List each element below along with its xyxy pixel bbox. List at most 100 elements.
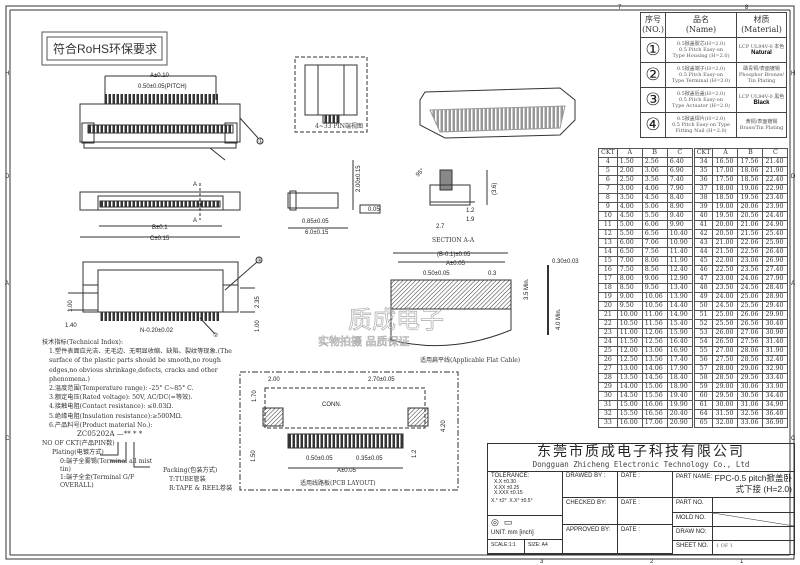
ckt-cell: 36: [693, 175, 714, 185]
a-cell: 32.00: [712, 418, 739, 428]
unit-label: UNIT: mm [inch]: [491, 530, 534, 536]
header-no: 序号(NO.): [640, 12, 666, 38]
b-cell: 29.56: [737, 373, 764, 383]
a-cell: 10.00: [616, 310, 643, 320]
zone-left-a: A: [5, 281, 9, 287]
a-cell: 4.50: [616, 211, 643, 221]
zone-right-h: H: [791, 71, 795, 77]
b-cell: 22.06: [737, 238, 764, 248]
ckt-cell: 25: [598, 346, 618, 356]
c-cell: 30.90: [762, 328, 789, 338]
b-cell: 4.06: [641, 184, 668, 194]
b-cell: 22.56: [737, 247, 764, 257]
checked-by-field: CHECKED BY:: [563, 498, 618, 525]
c-cell: 6.90: [666, 166, 693, 176]
company-header: 东莞市质成电子科技有限公司 Dongguan Zhicheng Electron…: [488, 444, 794, 472]
c-cell: 22.40: [762, 175, 789, 185]
b-cell: 20.56: [737, 211, 764, 221]
dim-n-width: N-0.20±0.02: [140, 328, 174, 334]
a-cell: 25.00: [712, 310, 739, 320]
b-cell: 32.56: [737, 409, 764, 419]
mold-no-value: [713, 513, 794, 527]
note-3: 3.额定电压(Rated voltage): 50V, AC/DC(=等效).: [49, 394, 193, 402]
a-cell: 16.50: [712, 157, 739, 167]
tolerance-x: X.X ±0.30: [494, 479, 516, 485]
c-cell: 27.40: [762, 265, 789, 275]
zone-right-a: A: [791, 281, 795, 287]
part-name-cell: PART NAME: FPC-0.5 pitch掀盖卧式下接 (H=2.0): [673, 471, 794, 498]
packing-reel: R:TAPE & REEL卷装: [169, 485, 233, 493]
b-cell: 11.56: [641, 319, 668, 329]
zone-bottom-3: 3: [540, 559, 544, 565]
notes-title: 技术指标(Technical Index):: [42, 339, 124, 346]
a-cell: 9.00: [616, 292, 643, 302]
section-title: SECTION A-A: [432, 237, 475, 244]
ckt-cell: 14: [598, 247, 618, 257]
a-cell: 21.50: [712, 247, 739, 257]
b-cell: 12.56: [641, 337, 668, 347]
ckt-cell: 55: [693, 346, 714, 356]
c-cell: 31.90: [762, 346, 789, 356]
note-6: 6.产品料号(Product material No.):: [49, 421, 153, 429]
dim-b-tol: B±0.1: [152, 225, 168, 231]
c-cell: 27.90: [762, 274, 789, 284]
b-cell: 26.56: [737, 319, 764, 329]
a-cell: 12.00: [616, 346, 643, 356]
ckt-header: CKT: [598, 148, 618, 158]
draw-no-label: DRAW NO:: [673, 527, 713, 541]
ckt-cell: 33: [598, 418, 618, 428]
c-cell: 8.40: [666, 193, 693, 203]
pcb-dim-1-70: 1.70: [252, 390, 258, 402]
tolerance-label: TOLERANCE:: [491, 473, 530, 479]
a-cell: 4.00: [616, 202, 643, 212]
tolerance-xxx: X.XXX ±0.15: [494, 490, 523, 496]
c-cell: 26.90: [762, 256, 789, 266]
c-cell: 7.90: [666, 184, 693, 194]
a-cell: 8.50: [616, 283, 643, 293]
dim-a-tol: A±0.10: [150, 73, 170, 79]
a-cell: 30.00: [712, 400, 739, 410]
b-cell: 2.56: [641, 157, 668, 167]
ckt-cell: 47: [693, 274, 714, 284]
c-cell: 9.90: [666, 220, 693, 230]
ckt-cell: 6: [598, 175, 618, 185]
pcb-dim-1-50: 1.50: [251, 450, 257, 462]
b-cell: 24.56: [737, 283, 764, 293]
pcb-dim-a: A±0.05: [337, 468, 357, 474]
approved-date-field: DATE :: [618, 525, 673, 554]
ckt-cell: 31: [598, 400, 618, 410]
b-cell: 19.06: [737, 184, 764, 194]
c-cell: 34.40: [762, 391, 789, 401]
c-cell: 34.90: [762, 400, 789, 410]
a-cell: 26.00: [712, 328, 739, 338]
ckt-cell: 12: [598, 229, 618, 239]
ckt-cell: 46: [693, 265, 714, 275]
c-cell: 29.90: [762, 310, 789, 320]
note-1: 1.塑件表面应光洁、无毛边、无明显收缩、缺陷、裂纹等现象.(The surfac…: [49, 348, 232, 383]
a-cell: 20.50: [712, 229, 739, 239]
part-code-leaders: [100, 442, 150, 468]
flat-cable: [390, 252, 549, 347]
b-cell: 30.06: [737, 382, 764, 392]
header-name: 品名(Name): [665, 12, 737, 38]
ckt-cell: 23: [598, 328, 618, 338]
b-cell: 8.56: [641, 265, 668, 275]
ckt-label: NO OF CKT(产品PIN数): [42, 440, 115, 448]
a-cell: 13.50: [616, 373, 643, 383]
a-cell: 27.00: [712, 346, 739, 356]
a-cell: 14.00: [616, 382, 643, 392]
tolerance-xx: X.XX ±0.25: [494, 484, 520, 491]
